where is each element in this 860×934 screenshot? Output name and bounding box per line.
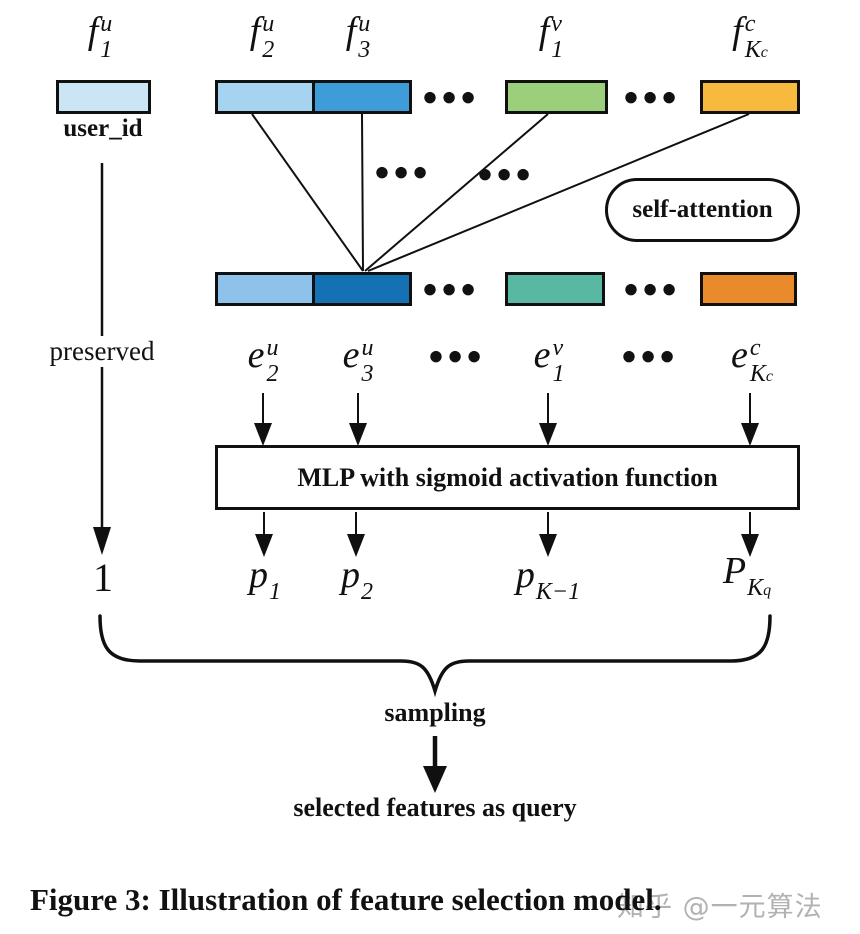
- label-f3-scripts: u 3: [358, 12, 370, 62]
- label-f3-base: f: [345, 10, 357, 52]
- embedding-cell-1: [218, 275, 315, 303]
- label-ekc: e c Kc: [731, 336, 773, 386]
- ellipsis-lines-left: ●●●: [375, 162, 433, 181]
- sampling-arrow: [423, 736, 447, 793]
- label-ev1-sub: 1: [552, 361, 565, 387]
- ellipsis-lines-right: ●●●: [478, 164, 536, 183]
- ellipsis-erow-left: ●●●: [429, 346, 487, 365]
- label-ekc-subsub: c: [765, 368, 773, 385]
- label-one: 1: [93, 555, 113, 600]
- label-fkc-sup: c: [744, 11, 756, 37]
- ellipsis-row1-left: ●●●: [423, 87, 481, 106]
- embedding-pair-box: [215, 272, 412, 306]
- label-fkc-scripts: c Kc: [745, 12, 768, 62]
- label-ekc-sup: c: [749, 335, 761, 361]
- label-e3-scripts: u 3: [361, 336, 373, 386]
- selected-features-label: selected features as query: [293, 793, 577, 822]
- label-e3-base: e: [342, 334, 360, 376]
- label-p1-sub: 1: [269, 579, 281, 605]
- ellipsis-row2-left: ●●●: [423, 279, 481, 298]
- label-p2-base: p: [341, 554, 360, 596]
- embedding-cell-2: [315, 275, 409, 303]
- label-e3-sub: 3: [361, 361, 374, 387]
- label-ev1-base: e: [533, 334, 551, 376]
- label-e2-base: e: [247, 334, 265, 376]
- label-f3-sup: u: [358, 11, 371, 37]
- label-e3-sup: u: [361, 335, 374, 361]
- label-pk1-base: p: [515, 554, 535, 596]
- label-e2: e u 2: [248, 336, 279, 386]
- label-f2-scripts: u 2: [262, 12, 274, 62]
- mlp-block: MLP with sigmoid activation function: [215, 445, 800, 510]
- ellipsis-row1-right: ●●●: [624, 87, 682, 106]
- label-ev1-sup: v: [552, 335, 564, 361]
- context-feature-box: [700, 80, 800, 114]
- label-ekc-base: e: [731, 334, 748, 376]
- user-id-feature-box: [56, 80, 151, 114]
- label-fv1-base: f: [538, 10, 550, 52]
- label-f1: f u 1: [88, 12, 113, 62]
- label-fv1-sub: 1: [551, 37, 564, 63]
- label-e2-sub: 2: [266, 361, 279, 387]
- label-fkc-sub: Kc: [744, 37, 768, 63]
- sampling-label: sampling: [384, 698, 486, 727]
- label-f2-sub: 2: [262, 37, 275, 63]
- f2-feature-cell: [218, 83, 315, 111]
- label-pkq-base: P: [722, 550, 747, 592]
- ellipsis-erow-right: ●●●: [622, 346, 680, 365]
- label-fkc-subsub: c: [760, 44, 768, 61]
- label-p1-base: p: [249, 554, 268, 596]
- label-ekc-scripts: c Kc: [750, 336, 773, 386]
- label-e2-scripts: u 2: [266, 336, 278, 386]
- label-e2-sup: u: [266, 335, 279, 361]
- label-f1-base: f: [87, 10, 99, 52]
- label-fv1-scripts: v 1: [551, 12, 563, 62]
- label-f2-base: f: [249, 10, 261, 52]
- label-p2-sub: 2: [361, 579, 373, 605]
- embedding-context-box: [700, 272, 797, 306]
- label-f3: f u 3: [346, 12, 371, 62]
- label-fkc: f c Kc: [732, 12, 768, 62]
- label-fv1: f v 1: [539, 12, 564, 62]
- label-p1: p 1: [249, 556, 281, 604]
- watermark: 知乎 @一元算法: [617, 892, 823, 923]
- label-f1-sup: u: [100, 11, 113, 37]
- label-pk1-sub: K−1: [535, 579, 581, 605]
- label-pkq-subsub: q: [763, 582, 772, 599]
- label-fv1-sup: v: [551, 11, 562, 37]
- user-id-label: user_id: [63, 115, 143, 142]
- figure-caption: Figure 3: Illustration of feature select…: [30, 882, 662, 917]
- label-fkc-base: f: [732, 10, 743, 52]
- label-f3-sub: 3: [358, 37, 371, 63]
- ellipsis-row2-right: ●●●: [624, 279, 682, 298]
- user-feature-pair-box: [215, 80, 412, 114]
- label-ev1: e v 1: [534, 336, 565, 386]
- label-f1-sub: 1: [100, 37, 113, 63]
- mlp-output-arrows: [255, 512, 759, 557]
- mlp-input-arrows: [254, 393, 759, 446]
- f3-feature-cell: [315, 83, 409, 111]
- label-f2-sup: u: [262, 11, 275, 37]
- label-pk1: p K−1: [516, 556, 580, 604]
- label-f1-scripts: u 1: [100, 12, 112, 62]
- label-ev1-scripts: v 1: [552, 336, 564, 386]
- embedding-item-box: [505, 272, 605, 306]
- label-pkq: P Kq: [723, 552, 771, 600]
- preserved-label: preserved: [43, 336, 161, 367]
- gather-brace: [98, 614, 772, 698]
- self-attention-block: self-attention: [605, 178, 800, 242]
- label-f2: f u 2: [250, 12, 275, 62]
- label-p2: p 2: [341, 556, 373, 604]
- label-e3: e u 3: [343, 336, 374, 386]
- label-pkq-sub: Kq: [747, 575, 772, 601]
- item-feature-box: [505, 80, 608, 114]
- label-ekc-sub: Kc: [749, 361, 773, 387]
